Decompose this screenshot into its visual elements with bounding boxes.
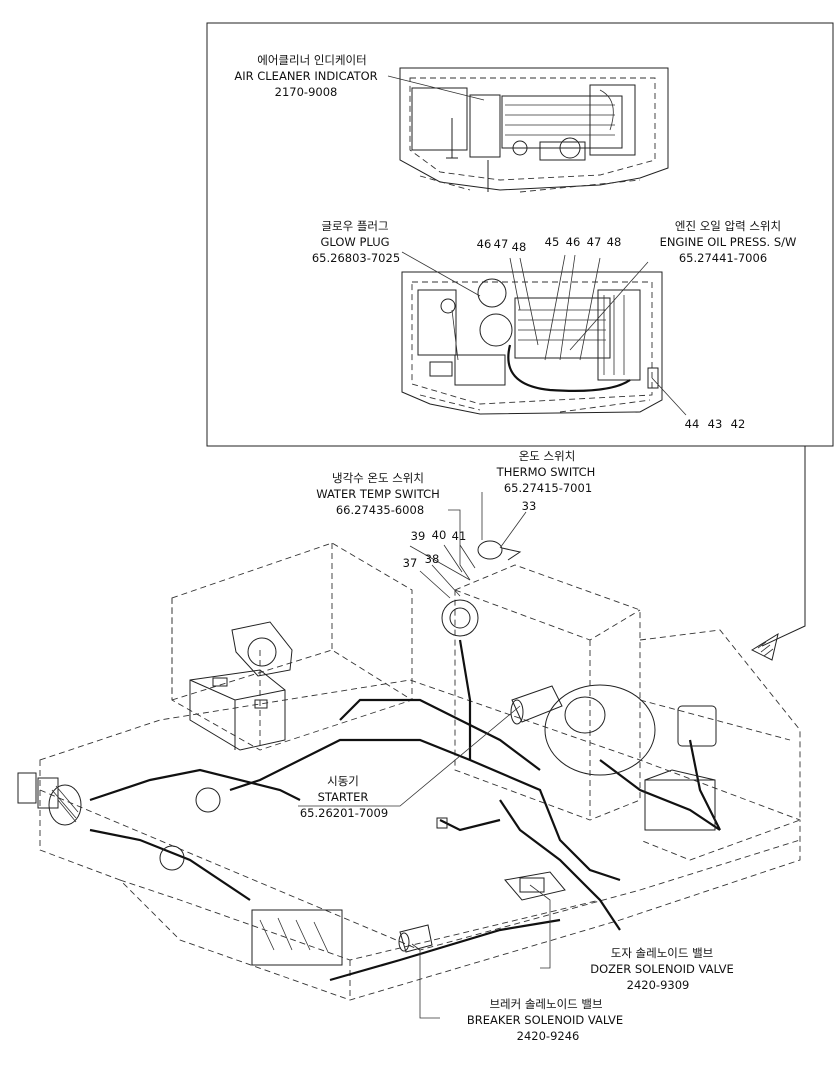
glow-plug-part: 65.26803-7025 <box>312 251 400 265</box>
glow-plug-en: GLOW PLUG <box>320 235 389 249</box>
inset-top-engine <box>399 67 669 193</box>
num-41: 41 <box>452 529 467 543</box>
breaker-kr: 브레커 솔레노이드 밸브 <box>489 997 602 1011</box>
num-37: 37 <box>403 556 418 570</box>
num-47a: 47 <box>494 237 509 251</box>
main-numbers: 33 39 40 41 37 38 <box>403 499 537 570</box>
water-temp-kr: 냉각수 온도 스위치 <box>332 471 424 485</box>
callout-air-cleaner: 에어클리너 인디케이터 AIR CLEANER INDICATOR 2170-9… <box>234 53 377 99</box>
num-46b: 46 <box>566 235 581 249</box>
num-43: 43 <box>708 417 723 431</box>
num-39: 39 <box>411 529 426 543</box>
dozer-part: 2420-9309 <box>627 978 690 992</box>
inset-pointer-arrow <box>750 446 806 661</box>
num-46a: 46 <box>477 237 492 251</box>
components <box>17 540 717 966</box>
starter-en: STARTER <box>318 790 369 804</box>
air-cleaner-en: AIR CLEANER INDICATOR <box>234 69 377 83</box>
inset-bottom-engine <box>401 271 663 415</box>
inset-numbers: 46 47 48 45 46 47 48 44 43 42 <box>477 235 746 431</box>
breaker-en: BREAKER SOLENOID VALVE <box>467 1013 623 1027</box>
callout-thermo-switch: 온도 스위치 THERMO SWITCH 65.27415-7001 <box>496 449 596 495</box>
num-48b: 48 <box>607 235 622 249</box>
thermo-part: 65.27415-7001 <box>504 481 592 495</box>
callout-starter: 시동기 STARTER 65.26201-7009 <box>300 774 388 820</box>
breaker-part: 2420-9246 <box>517 1029 580 1043</box>
air-cleaner-kr: 에어클리너 인디케이터 <box>257 53 366 67</box>
num-33: 33 <box>522 499 537 513</box>
thermo-en: THERMO SWITCH <box>496 465 596 479</box>
engine-oil-kr: 엔진 오일 압력 스위치 <box>675 219 781 233</box>
callout-engine-oil: 엔진 오일 압력 스위치 ENGINE OIL PRESS. S/W 65.27… <box>660 219 797 265</box>
starter-part: 65.26201-7009 <box>300 806 388 820</box>
num-38: 38 <box>425 552 440 566</box>
callout-water-temp: 냉각수 온도 스위치 WATER TEMP SWITCH 66.27435-60… <box>316 471 440 517</box>
air-cleaner-part: 2170-9008 <box>275 85 338 99</box>
callout-glow-plug: 글로우 플러그 GLOW PLUG 65.26803-7025 <box>312 219 400 265</box>
callout-dozer-solenoid: 도자 솔레노이드 밸브 DOZER SOLENOID VALVE 2420-93… <box>590 946 734 992</box>
inset-leaders <box>387 75 687 416</box>
num-45: 45 <box>545 235 560 249</box>
thermo-kr: 온도 스위치 <box>519 449 576 463</box>
water-temp-en: WATER TEMP SWITCH <box>316 487 440 501</box>
engine-oil-en: ENGINE OIL PRESS. S/W <box>660 235 797 249</box>
dozer-en: DOZER SOLENOID VALVE <box>590 962 734 976</box>
num-40: 40 <box>432 528 447 542</box>
glow-plug-kr: 글로우 플러그 <box>321 219 388 233</box>
num-48a: 48 <box>512 240 527 254</box>
num-47b: 47 <box>587 235 602 249</box>
water-temp-part: 66.27435-6008 <box>336 503 424 517</box>
main-harness <box>89 639 721 982</box>
callout-breaker-solenoid: 브레커 솔레노이드 밸브 BREAKER SOLENOID VALVE 2420… <box>467 997 623 1043</box>
num-42: 42 <box>731 417 746 431</box>
starter-kr: 시동기 <box>327 774 359 788</box>
num-44: 44 <box>685 417 700 431</box>
machine-frame <box>39 542 801 1001</box>
engine-oil-part: 65.27441-7006 <box>679 251 767 265</box>
dozer-kr: 도자 솔레노이드 밸브 <box>611 946 714 960</box>
main-leaders <box>298 492 551 1019</box>
detail-inset-frame <box>206 22 834 447</box>
